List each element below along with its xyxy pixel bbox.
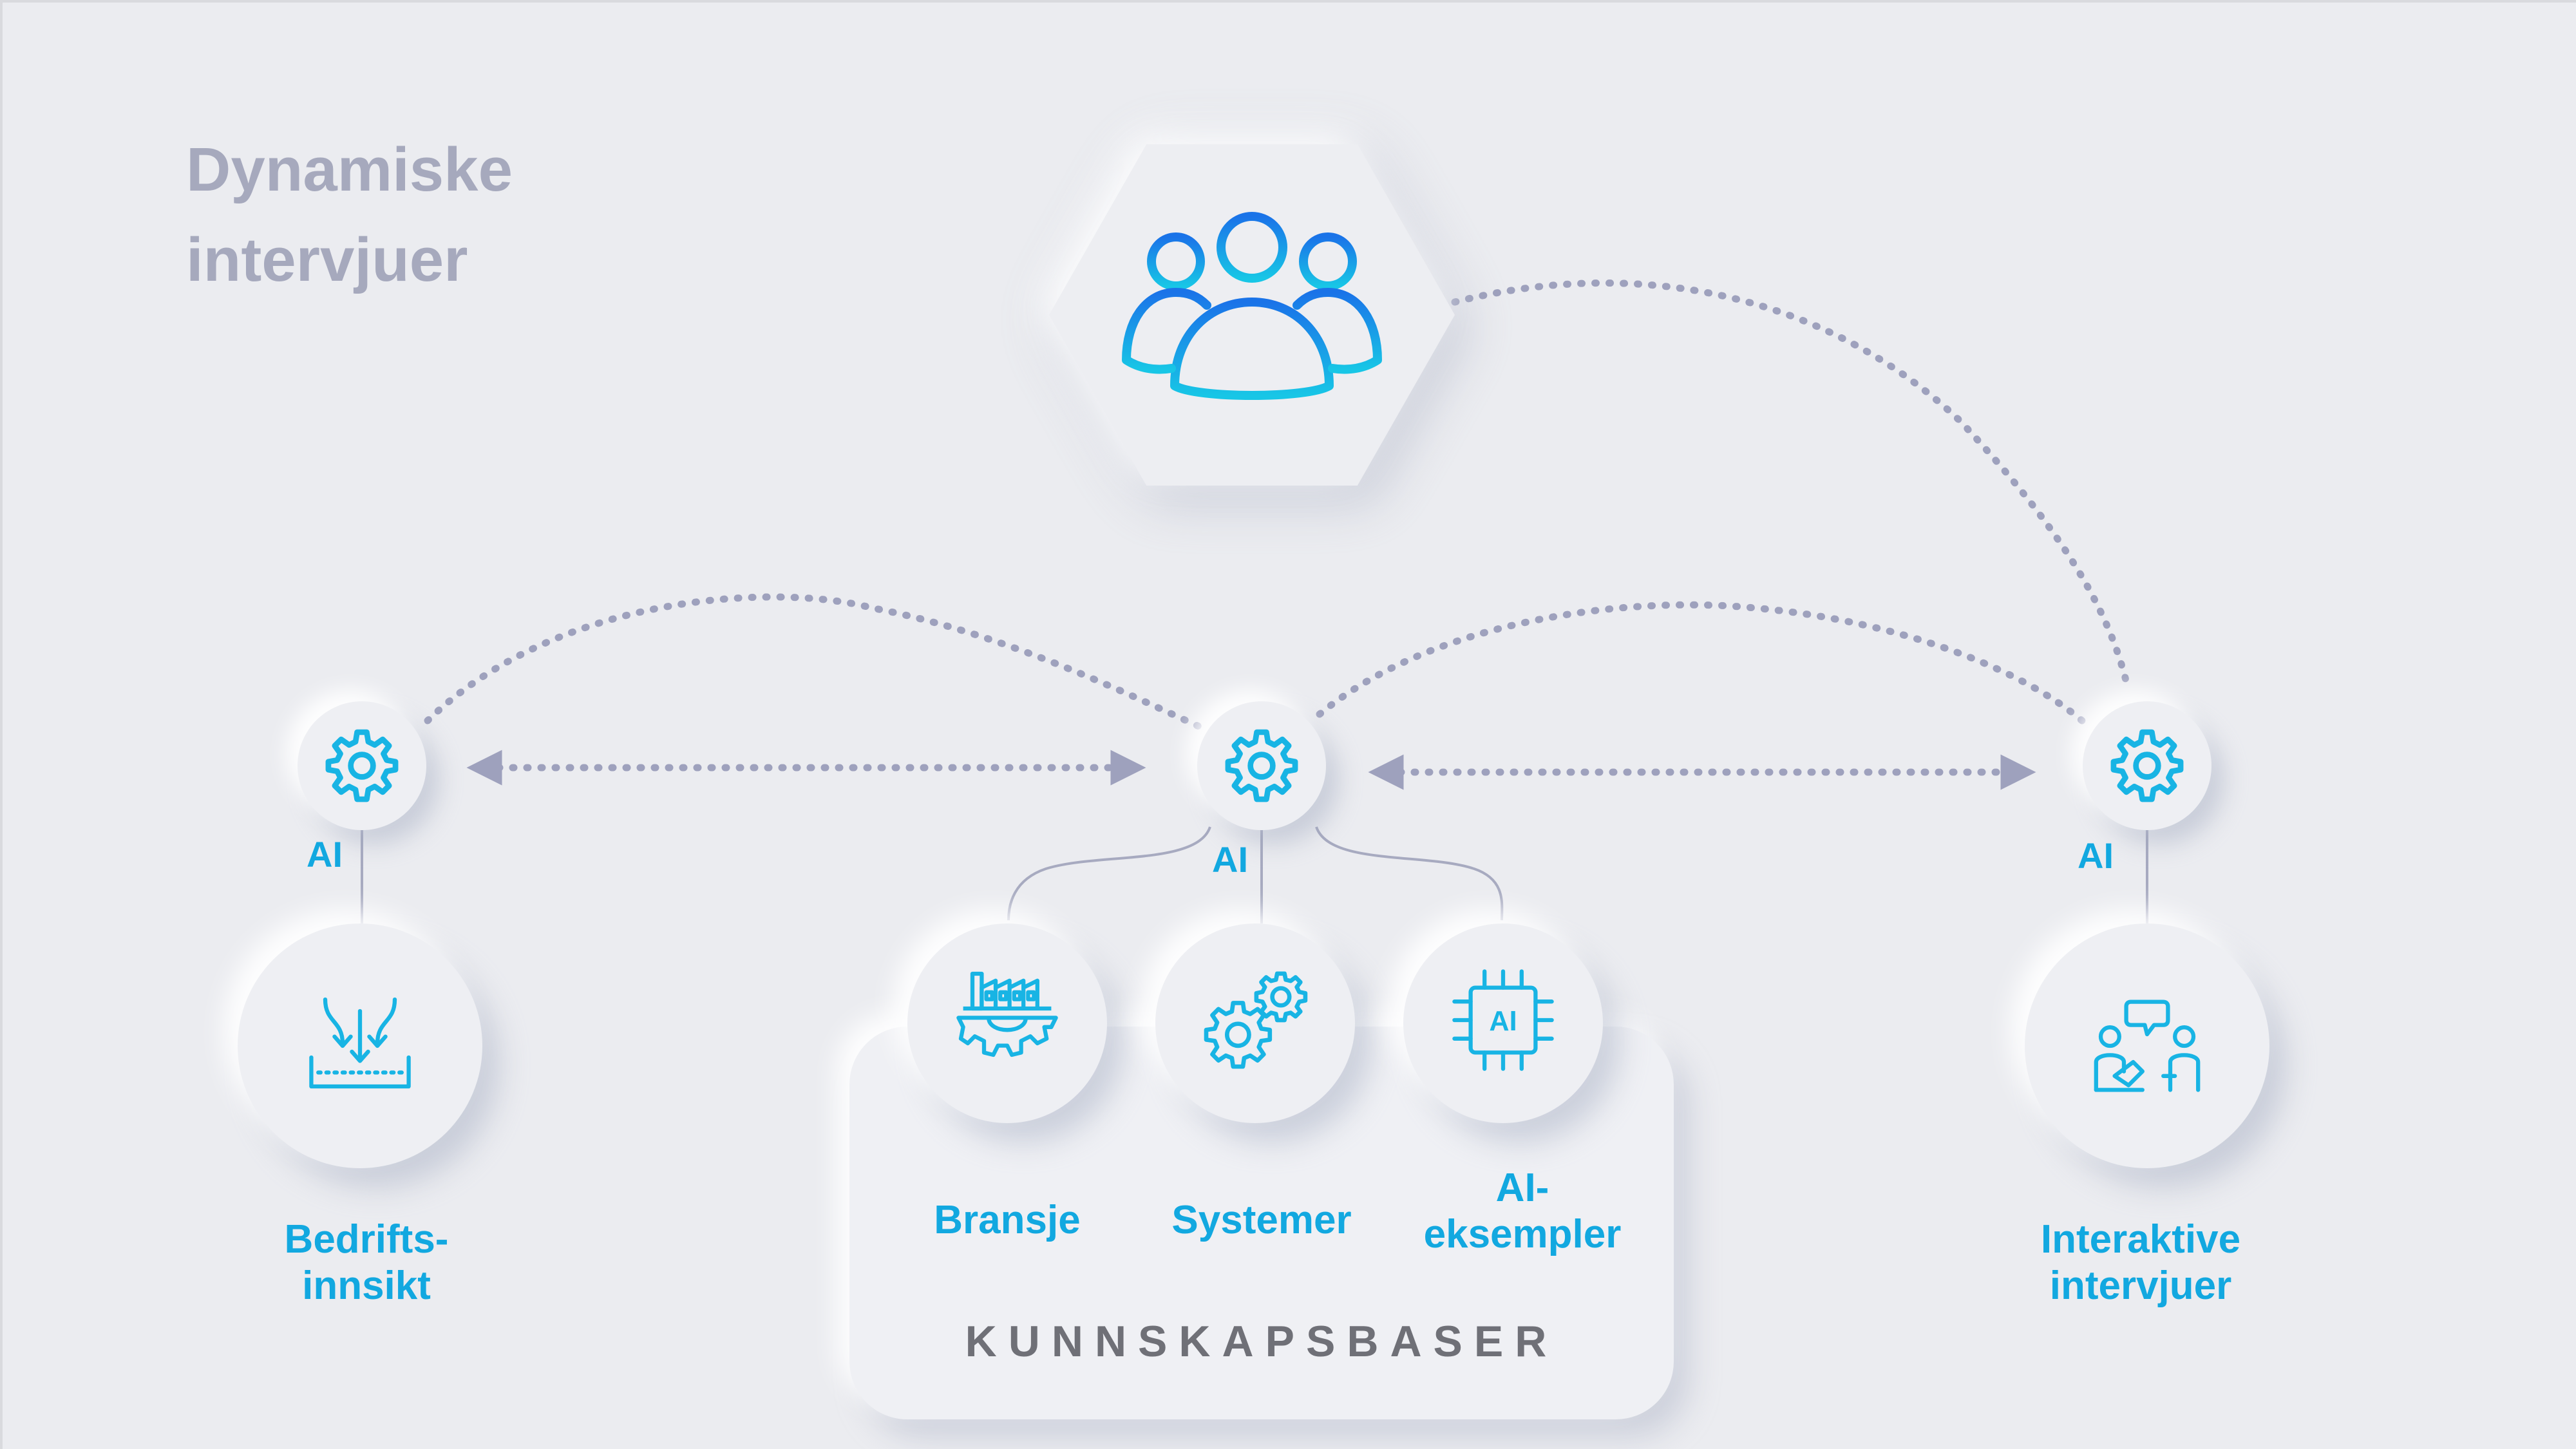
ai-label-right: AI (2078, 835, 2114, 876)
users-hexagon (1049, 144, 1455, 486)
industry-circle (907, 923, 1107, 1123)
stem-center-left (1007, 826, 1211, 921)
conversation-icon (2094, 999, 2201, 1092)
ai-label-center: AI (1212, 839, 1248, 880)
factory-gear-icon (956, 971, 1058, 1057)
systems-circle (1155, 923, 1355, 1123)
stem-center-right (1315, 826, 1504, 921)
company-insight-circle (238, 923, 482, 1168)
title-line-1: Dynamiske (186, 135, 513, 204)
label-industry-line1: Bransje (934, 1198, 1081, 1242)
label-interactive-interviews-line1: Interaktive (2040, 1217, 2241, 1262)
ai-examples-circle: AI (1403, 923, 1603, 1123)
connector-layer (361, 279, 2148, 927)
chip-text: AI (1489, 1006, 1517, 1037)
label-ai-examples: AI- eksempler (1387, 1165, 1658, 1258)
arc-left-center (424, 593, 1204, 731)
label-interactive-interviews: Interaktive intervjuer (2002, 1217, 2279, 1309)
arc-hexagon-right (1451, 279, 2132, 692)
label-ai-examples-line1: AI- (1495, 1166, 1549, 1210)
label-industry: Bransje (901, 1197, 1113, 1244)
ai-chip-icon: AI (1452, 969, 1554, 1071)
label-systems-line1: Systemer (1171, 1198, 1352, 1242)
label-interactive-interviews-line2: intervjuer (2049, 1264, 2232, 1308)
page-title: Dynamiske intervjuer (186, 125, 701, 305)
users-group-icon (1122, 212, 1382, 400)
arc-center-right (1316, 601, 2093, 731)
knowledge-base-label: KUNNSKAPSBASER (965, 1317, 1558, 1366)
gear-icon (2110, 729, 2184, 802)
label-company-insight-line1: Bedrifts- (284, 1217, 449, 1262)
ai-node-left (298, 701, 426, 830)
ai-node-center (1197, 701, 1326, 830)
label-company-insight: Bedrifts- innsikt (231, 1217, 502, 1309)
import-arrows-icon (309, 997, 411, 1089)
label-systems: Systemer (1142, 1197, 1381, 1244)
label-ai-examples-line2: eksempler (1423, 1212, 1622, 1256)
label-company-insight-line2: innsikt (302, 1264, 431, 1308)
title-line-2: intervjuer (186, 225, 468, 294)
gear-icon (1225, 729, 1298, 802)
gears-icon (1204, 971, 1308, 1069)
gear-icon (325, 729, 399, 802)
ai-node-right (2083, 701, 2211, 830)
interactive-interviews-circle (2025, 923, 2269, 1168)
ai-label-left: AI (307, 834, 343, 875)
